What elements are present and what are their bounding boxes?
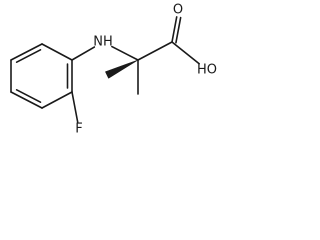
atom-label-fluorine: F <box>75 122 82 137</box>
bond-ring_c2-ring_c3-inner <box>15 49 42 63</box>
wedge-bond-alpha_c-methyl_a <box>105 59 139 79</box>
bond-ring_c2-ring_c3 <box>10 43 43 61</box>
molecule-canvas: F NH O HO <box>0 0 230 138</box>
bond-carboxyl_c-carbonyl_o-second <box>175 16 182 44</box>
bond-carboxyl_c-carbonyl_o <box>171 16 178 43</box>
bond-carboxyl_c-hydroxyl_o <box>171 41 200 65</box>
bond-ring_c1-ring_c2 <box>41 43 73 61</box>
bond-ring_c6-fluorine <box>71 91 79 123</box>
bond-ring_c5-ring_c6 <box>41 91 73 109</box>
atom-label-carbonyl_o: O <box>173 3 183 18</box>
bond-amine-alpha_c <box>111 45 139 61</box>
atom-label-hydroxyl_o: HO <box>197 63 217 78</box>
bond-ring_c4-ring_c5 <box>10 91 43 109</box>
bond-alpha_c-carboxyl_c <box>137 41 173 61</box>
structure-diagram: F NH O HO <box>10 3 217 137</box>
bond-ring_c1-amine <box>71 46 96 61</box>
bond-ring_c4-ring_c5-inner <box>15 89 42 103</box>
atom-label-amine: NH <box>93 35 113 50</box>
